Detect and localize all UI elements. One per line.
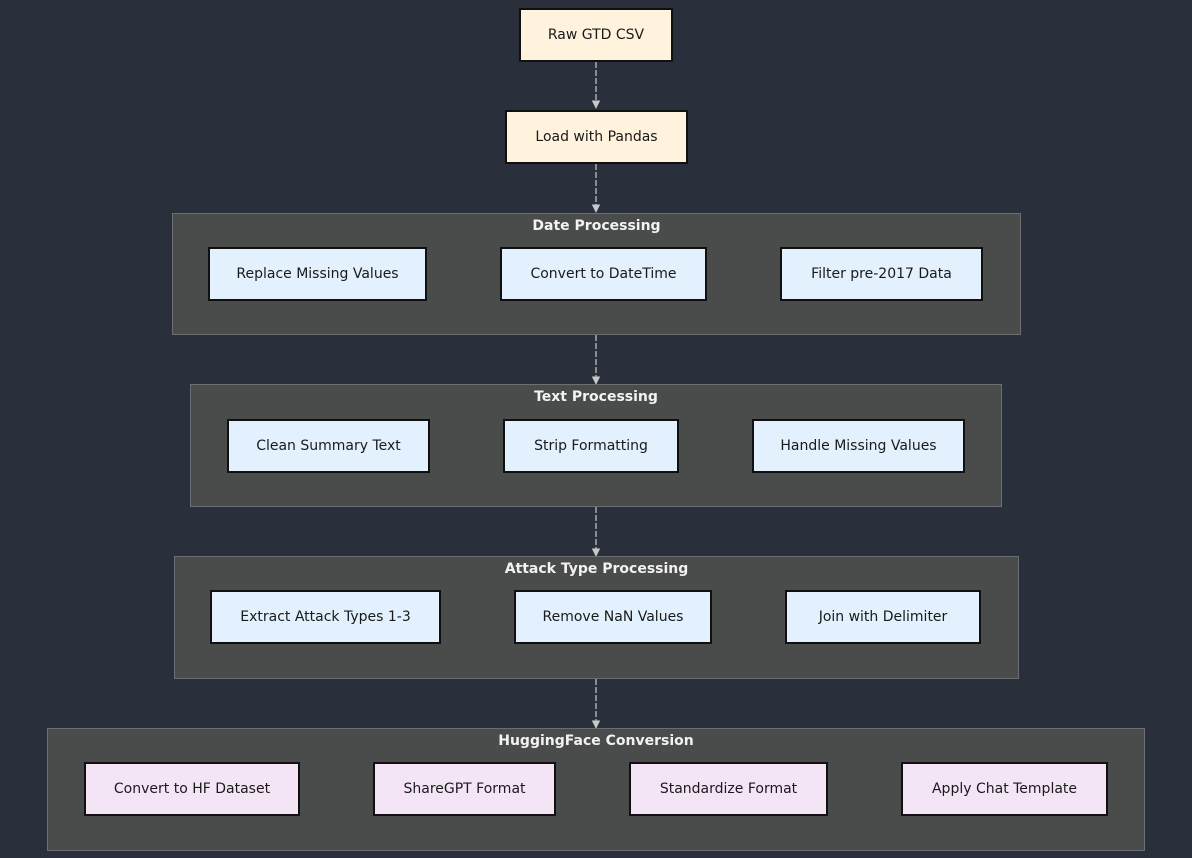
- apply-chat-template-node: Apply Chat Template: [901, 762, 1108, 816]
- remove-nan-values-node: Remove NaN Values: [514, 590, 712, 644]
- replace-missing-values-node: Replace Missing Values: [208, 247, 427, 301]
- extract-attack-types-node: Extract Attack Types 1-3: [210, 590, 441, 644]
- join-with-delimiter-node: Join with Delimiter: [785, 590, 981, 644]
- handle-missing-values-node: Handle Missing Values: [752, 419, 965, 473]
- convert-to-hf-dataset-node: Convert to HF Dataset: [84, 762, 300, 816]
- raw-gtd-csv-node: Raw GTD CSV: [519, 8, 673, 62]
- group-title: HuggingFace Conversion: [498, 733, 694, 749]
- standardize-format-node: Standardize Format: [629, 762, 828, 816]
- sharegpt-format-node: ShareGPT Format: [373, 762, 556, 816]
- strip-formatting-node: Strip Formatting: [503, 419, 679, 473]
- clean-summary-text-node: Clean Summary Text: [227, 419, 430, 473]
- filter-pre-2017-node: Filter pre-2017 Data: [780, 247, 983, 301]
- load-with-pandas-node: Load with Pandas: [505, 110, 688, 164]
- group-title: Text Processing: [534, 389, 658, 405]
- convert-to-datetime-node: Convert to DateTime: [500, 247, 707, 301]
- group-title: Attack Type Processing: [504, 561, 689, 577]
- group-title: Date Processing: [532, 218, 661, 234]
